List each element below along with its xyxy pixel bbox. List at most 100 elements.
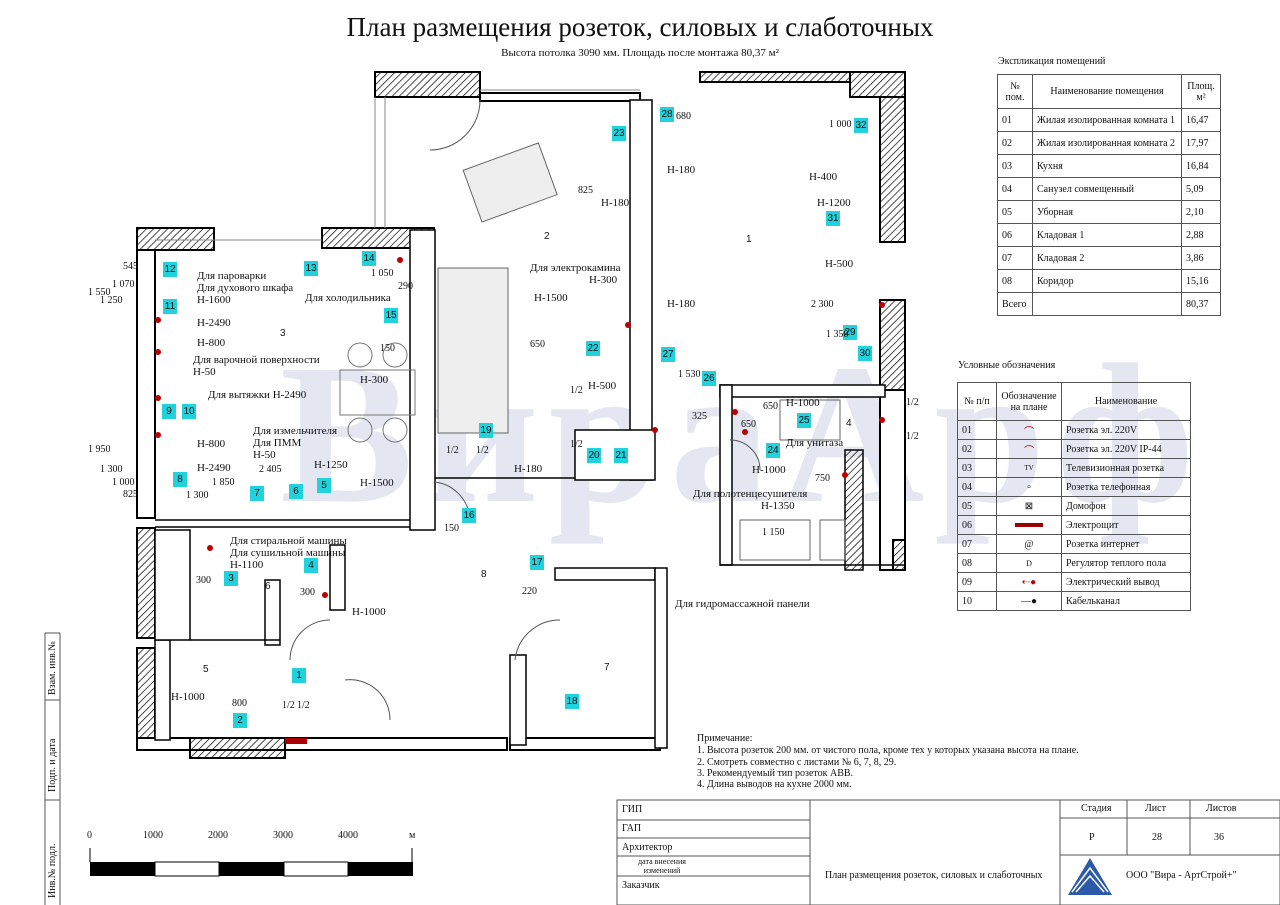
electric-panel-icon [996,515,1062,535]
plan-label: Н-50 [193,366,216,378]
dimension: 1 530 [678,369,701,380]
plan-label: Н-500 [588,380,617,392]
plan-label: Н-1000 [352,606,386,618]
cell: 01 [997,108,1033,132]
cell: Кладовая 2 [1032,246,1182,270]
plan-label: Для стиральной машины [230,535,347,547]
cell: Электрощит [1061,515,1191,535]
dimension: 1/2 [570,439,583,450]
column-header: № п/п [957,382,997,421]
stamp-company: ООО "Вира - АртСтрой+" [1126,870,1237,881]
intercom-icon: ⊠ [996,496,1062,516]
cell: 5,09 [1181,177,1221,201]
cell [1032,292,1182,316]
cell: 02 [997,131,1033,155]
outlet-badge: 7 [250,486,264,501]
plan-label: Н-1600 [197,294,231,306]
plan-label: Н-180 [667,298,696,310]
plan-label: Н-800 [197,337,226,349]
dimension: 1 250 [100,295,123,306]
dimension: 2 405 [259,464,282,475]
cell: Кухня [1032,154,1182,178]
plan-label: Для полотенцесушителя [693,488,808,500]
outlet-badge: 5 [317,478,331,493]
plan-label: Н-1350 [761,500,795,512]
outlet-badge: 17 [530,555,544,570]
stamp-role: дата внесения изменений [638,857,686,875]
socket-ip44-icon: ⌒ [996,439,1062,459]
note-item: 4. Длина выводов на кухне 2000 мм. [697,779,852,790]
room-number: 8 [481,569,487,580]
cell: Кабельканал [1061,591,1191,611]
side-label: Инв.№ подл. [47,843,58,898]
dimension: 1/2 [297,700,310,711]
plan-label: Н-300 [589,274,618,286]
outlet-badge: 21 [614,448,628,463]
plan-label: Н-1000 [752,464,786,476]
plan-label: Для вытяжки Н-2490 [208,389,307,401]
dimension: 1/2 [906,431,919,442]
stamp-sheet-title: План размещения розеток, силовых и слабо… [825,870,1043,881]
room-number: 3 [280,328,286,339]
table-row: 07@Розетка интернет [957,534,1191,554]
cell: 03 [997,154,1033,178]
cell: 17,97 [1181,131,1221,155]
explication-table: № пом. Наименование помещения Площ. м² 0… [997,74,1221,316]
side-label: Подп. и дата [47,738,58,792]
cell: Домофон [1061,496,1191,516]
dimension: 650 [741,419,756,430]
dimension: 220 [522,586,537,597]
cell: Кладовая 1 [1032,223,1182,247]
dimension: 1 070 [112,279,135,290]
outlet-badge: 4 [304,558,318,573]
note-item: 2. Смотреть совместно с листами № 6, 7, … [697,757,897,768]
stamp-role: ГИП [622,804,643,815]
plan-label: Н-1500 [360,477,394,489]
outlet-badge: 9 [162,404,176,419]
column-header: Обозначение на плане [996,382,1062,421]
cell: 03 [957,458,997,478]
table-row: 02⌒Розетка эл. 220V IP-44 [957,439,1191,459]
cell: Телевизионная розетка [1061,458,1191,478]
cell: 3,86 [1181,246,1221,270]
outlet-badge: 23 [612,126,626,141]
plan-label: Для ПММ [253,437,302,449]
dimension: 545 [123,261,138,272]
plan-label: Н-400 [809,171,838,183]
outlet-badge: 2 [233,713,247,728]
plan-label: Н-2490 [197,317,231,329]
legend-caption: Условные обозначения [958,360,1056,371]
dimension: 1/2 [282,700,295,711]
stamp-sheets: 36 [1214,832,1224,843]
outlet-badge: 14 [362,251,376,266]
dimension: 1/2 [446,445,459,456]
cell: 15,16 [1181,269,1221,293]
dimension: 1 350 [826,329,849,340]
room-number: 7 [604,662,610,673]
internet-socket-icon: @ [996,534,1062,554]
dimension: 300 [196,575,211,586]
plan-label: Н-180 [601,197,630,209]
outlet-badge: 11 [163,299,177,314]
dimension: 1/2 [570,385,583,396]
cell: 02 [957,439,997,459]
outlet-badge: 20 [587,448,601,463]
outlet-badge: 27 [661,347,675,362]
cell: Коридор [1032,269,1182,293]
plan-label: Н-1100 [230,559,264,571]
dimension: 150 [444,523,459,534]
column-header: Наименование помещения [1032,74,1182,109]
plan-label: Для пароварки [197,270,267,282]
outlet-badge: 15 [384,308,398,323]
dimension: 290 [398,281,413,292]
outlet-badge: 10 [182,404,196,419]
scale-tick: 2000 [208,830,228,841]
socket-icon: ⌒ [996,420,1062,440]
dimension: 825 [123,489,138,500]
room-number: 4 [846,418,852,429]
